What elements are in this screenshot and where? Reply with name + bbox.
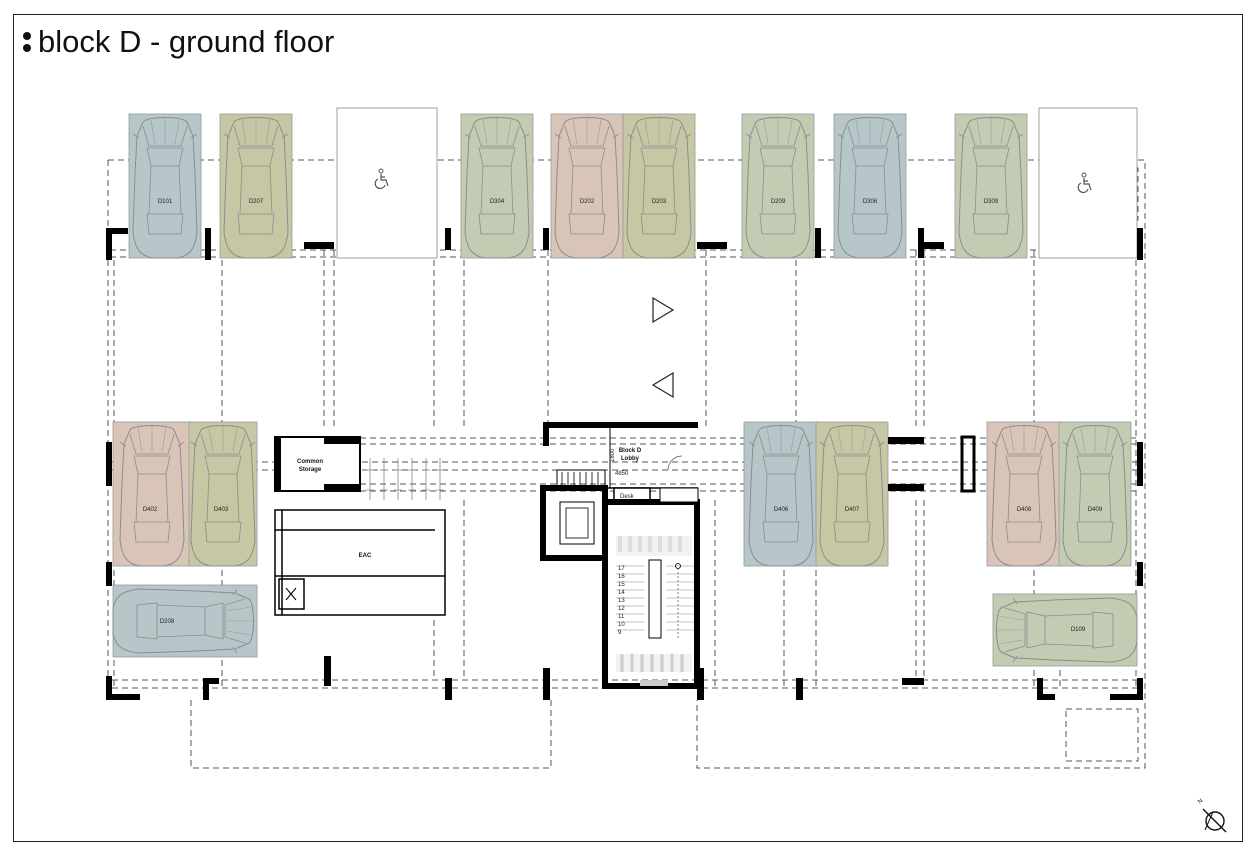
arrow-right-icon (652, 296, 675, 324)
eac-label: EAC (359, 553, 372, 559)
common-storage: Common Storage (274, 436, 361, 492)
svg-text:9: 9 (618, 630, 622, 636)
parking-space-D409 (1058, 421, 1132, 567)
north-label: N (1197, 798, 1204, 805)
bicycle-rack (366, 458, 444, 500)
svg-text:17: 17 (618, 566, 625, 572)
core: Block D Lobby 4850 1800 Desk 17 16 15 14… (540, 422, 700, 689)
parking-space-D207 (219, 113, 293, 259)
drawing-frame (13, 14, 1243, 842)
svg-text:16: 16 (618, 574, 625, 580)
common-storage-label-2: Storage (299, 467, 322, 473)
parking-label-D407: D407 (845, 507, 860, 513)
parking-space-D407 (815, 421, 889, 567)
svg-text:14: 14 (618, 590, 625, 596)
desk-label: Desk (620, 494, 635, 500)
parking-space-D408 (986, 421, 1062, 567)
svg-text:13: 13 (618, 598, 625, 604)
parking-label-D203: D203 (652, 199, 667, 205)
parking-label-D402: D402 (143, 507, 158, 513)
stair-numbers: 17 16 15 14 13 12 11 10 9 (618, 566, 625, 636)
parking-space-D406 (743, 421, 819, 567)
parking-label-D109: D109 (1071, 627, 1086, 633)
arrow-left-icon (651, 371, 674, 399)
parking-label-D309: D309 (984, 199, 999, 205)
title: block D - ground floor (22, 22, 334, 62)
parking-space-accessible-2 (1038, 107, 1138, 259)
parking-space-D403 (188, 421, 258, 567)
title-text: block D - ground floor (38, 24, 335, 59)
parking-label-D101: D101 (158, 199, 173, 205)
parking-space-D202 (550, 113, 624, 259)
svg-text:10: 10 (618, 622, 625, 628)
parking-label-D208: D208 (160, 619, 175, 625)
walls (106, 228, 1143, 700)
parking-label-D209: D209 (771, 199, 786, 205)
parking-space-D203 (622, 113, 696, 259)
parking-labels: D101 D207 D304 D202 D203 D209 D306 D309 … (143, 199, 1103, 633)
parking-label-D409: D409 (1088, 507, 1103, 513)
parking-label-D408: D408 (1017, 507, 1032, 513)
parking-space-D208 (112, 584, 258, 658)
svg-text:11: 11 (618, 614, 625, 620)
parking-label-D306: D306 (863, 199, 878, 205)
parking-label-D207: D207 (249, 199, 264, 205)
parking-space-D309 (954, 113, 1028, 259)
svg-text:12: 12 (618, 606, 625, 612)
parking-label-D202: D202 (580, 199, 595, 205)
eac-room: EAC (274, 509, 446, 616)
common-storage-label-1: Common (297, 459, 323, 465)
dim-4850: 4850 (615, 471, 629, 477)
parking-space-D209 (741, 113, 815, 259)
parking-space-D402 (112, 421, 192, 567)
parking-label-D304: D304 (490, 199, 505, 205)
parking-space-D306 (833, 113, 907, 259)
lobby-label-1: Block D (619, 448, 642, 454)
parking-spaces (112, 107, 1138, 667)
north-arrow-icon: N (1197, 798, 1227, 833)
parking-label-D406: D406 (774, 507, 789, 513)
parking-space-D101 (128, 113, 202, 259)
parking-space-D304 (460, 113, 534, 259)
svg-text:15: 15 (618, 582, 625, 588)
parking-label-D403: D403 (214, 507, 229, 513)
bullet-icon (22, 29, 32, 55)
lobby-label-2: Lobby (621, 456, 640, 462)
dim-1800: 1800 (610, 448, 616, 462)
parking-space-D109 (992, 593, 1138, 667)
